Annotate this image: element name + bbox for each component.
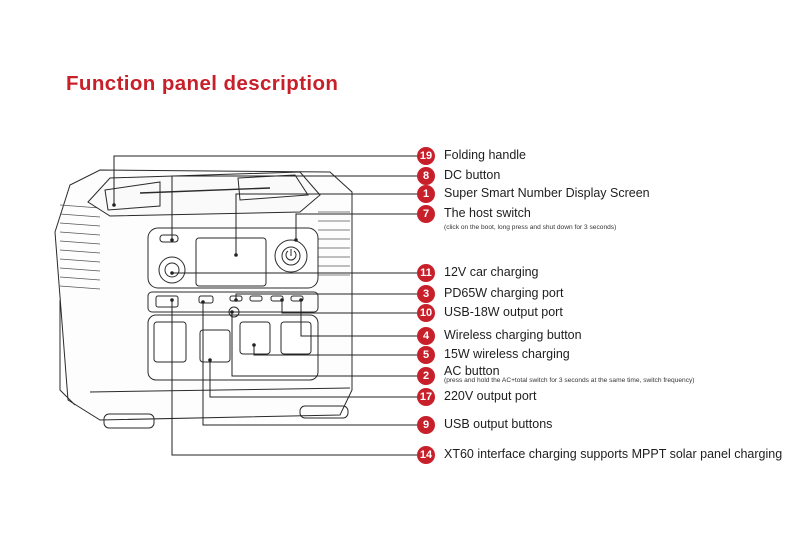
callout-label: 12V car charging (444, 265, 539, 279)
leader-lines (113, 155, 418, 456)
callout-number-badge: 1 (417, 185, 435, 203)
callout-label: AC button (444, 364, 500, 378)
callout-label: The host switch (444, 206, 531, 220)
callout-number-badge: 5 (417, 346, 435, 364)
callout-label: USB output buttons (444, 417, 553, 431)
callout-label: 220V output port (444, 389, 537, 403)
callout-number-badge: 19 (417, 147, 435, 165)
callout-number-badge: 14 (417, 446, 435, 464)
callout-number-badge: 2 (417, 367, 435, 385)
callout-label: XT60 interface charging supports MPPT so… (444, 447, 783, 461)
page-title: Function panel description (66, 72, 339, 95)
callout-label: DC button (444, 168, 501, 182)
callout-sublabel: (click on the boot, long press and shut … (444, 224, 617, 231)
callout-number-badge: 10 (417, 304, 435, 322)
callout-label: Folding handle (444, 148, 527, 162)
callout-label: Wireless charging button (444, 328, 582, 342)
callout-sublabel: (press and hold the AC+total switch for … (444, 377, 695, 384)
callout-label: 15W wireless charging (444, 347, 570, 361)
callout-label: Super Smart Number Display Screen (444, 186, 650, 200)
callout-label: PD65W charging port (444, 286, 564, 300)
callout-number-badge: 4 (417, 327, 435, 345)
callout-number-badge: 7 (417, 205, 435, 223)
callout-number-badge: 9 (417, 416, 435, 434)
leader-dots (112, 203, 303, 362)
callout-number-badge: 11 (417, 264, 435, 282)
callout-number-badge: 8 (417, 167, 435, 185)
callout-label: USB-18W output port (444, 305, 563, 319)
callout-number-badge: 17 (417, 388, 435, 406)
callout-number-badge: 3 (417, 285, 435, 303)
